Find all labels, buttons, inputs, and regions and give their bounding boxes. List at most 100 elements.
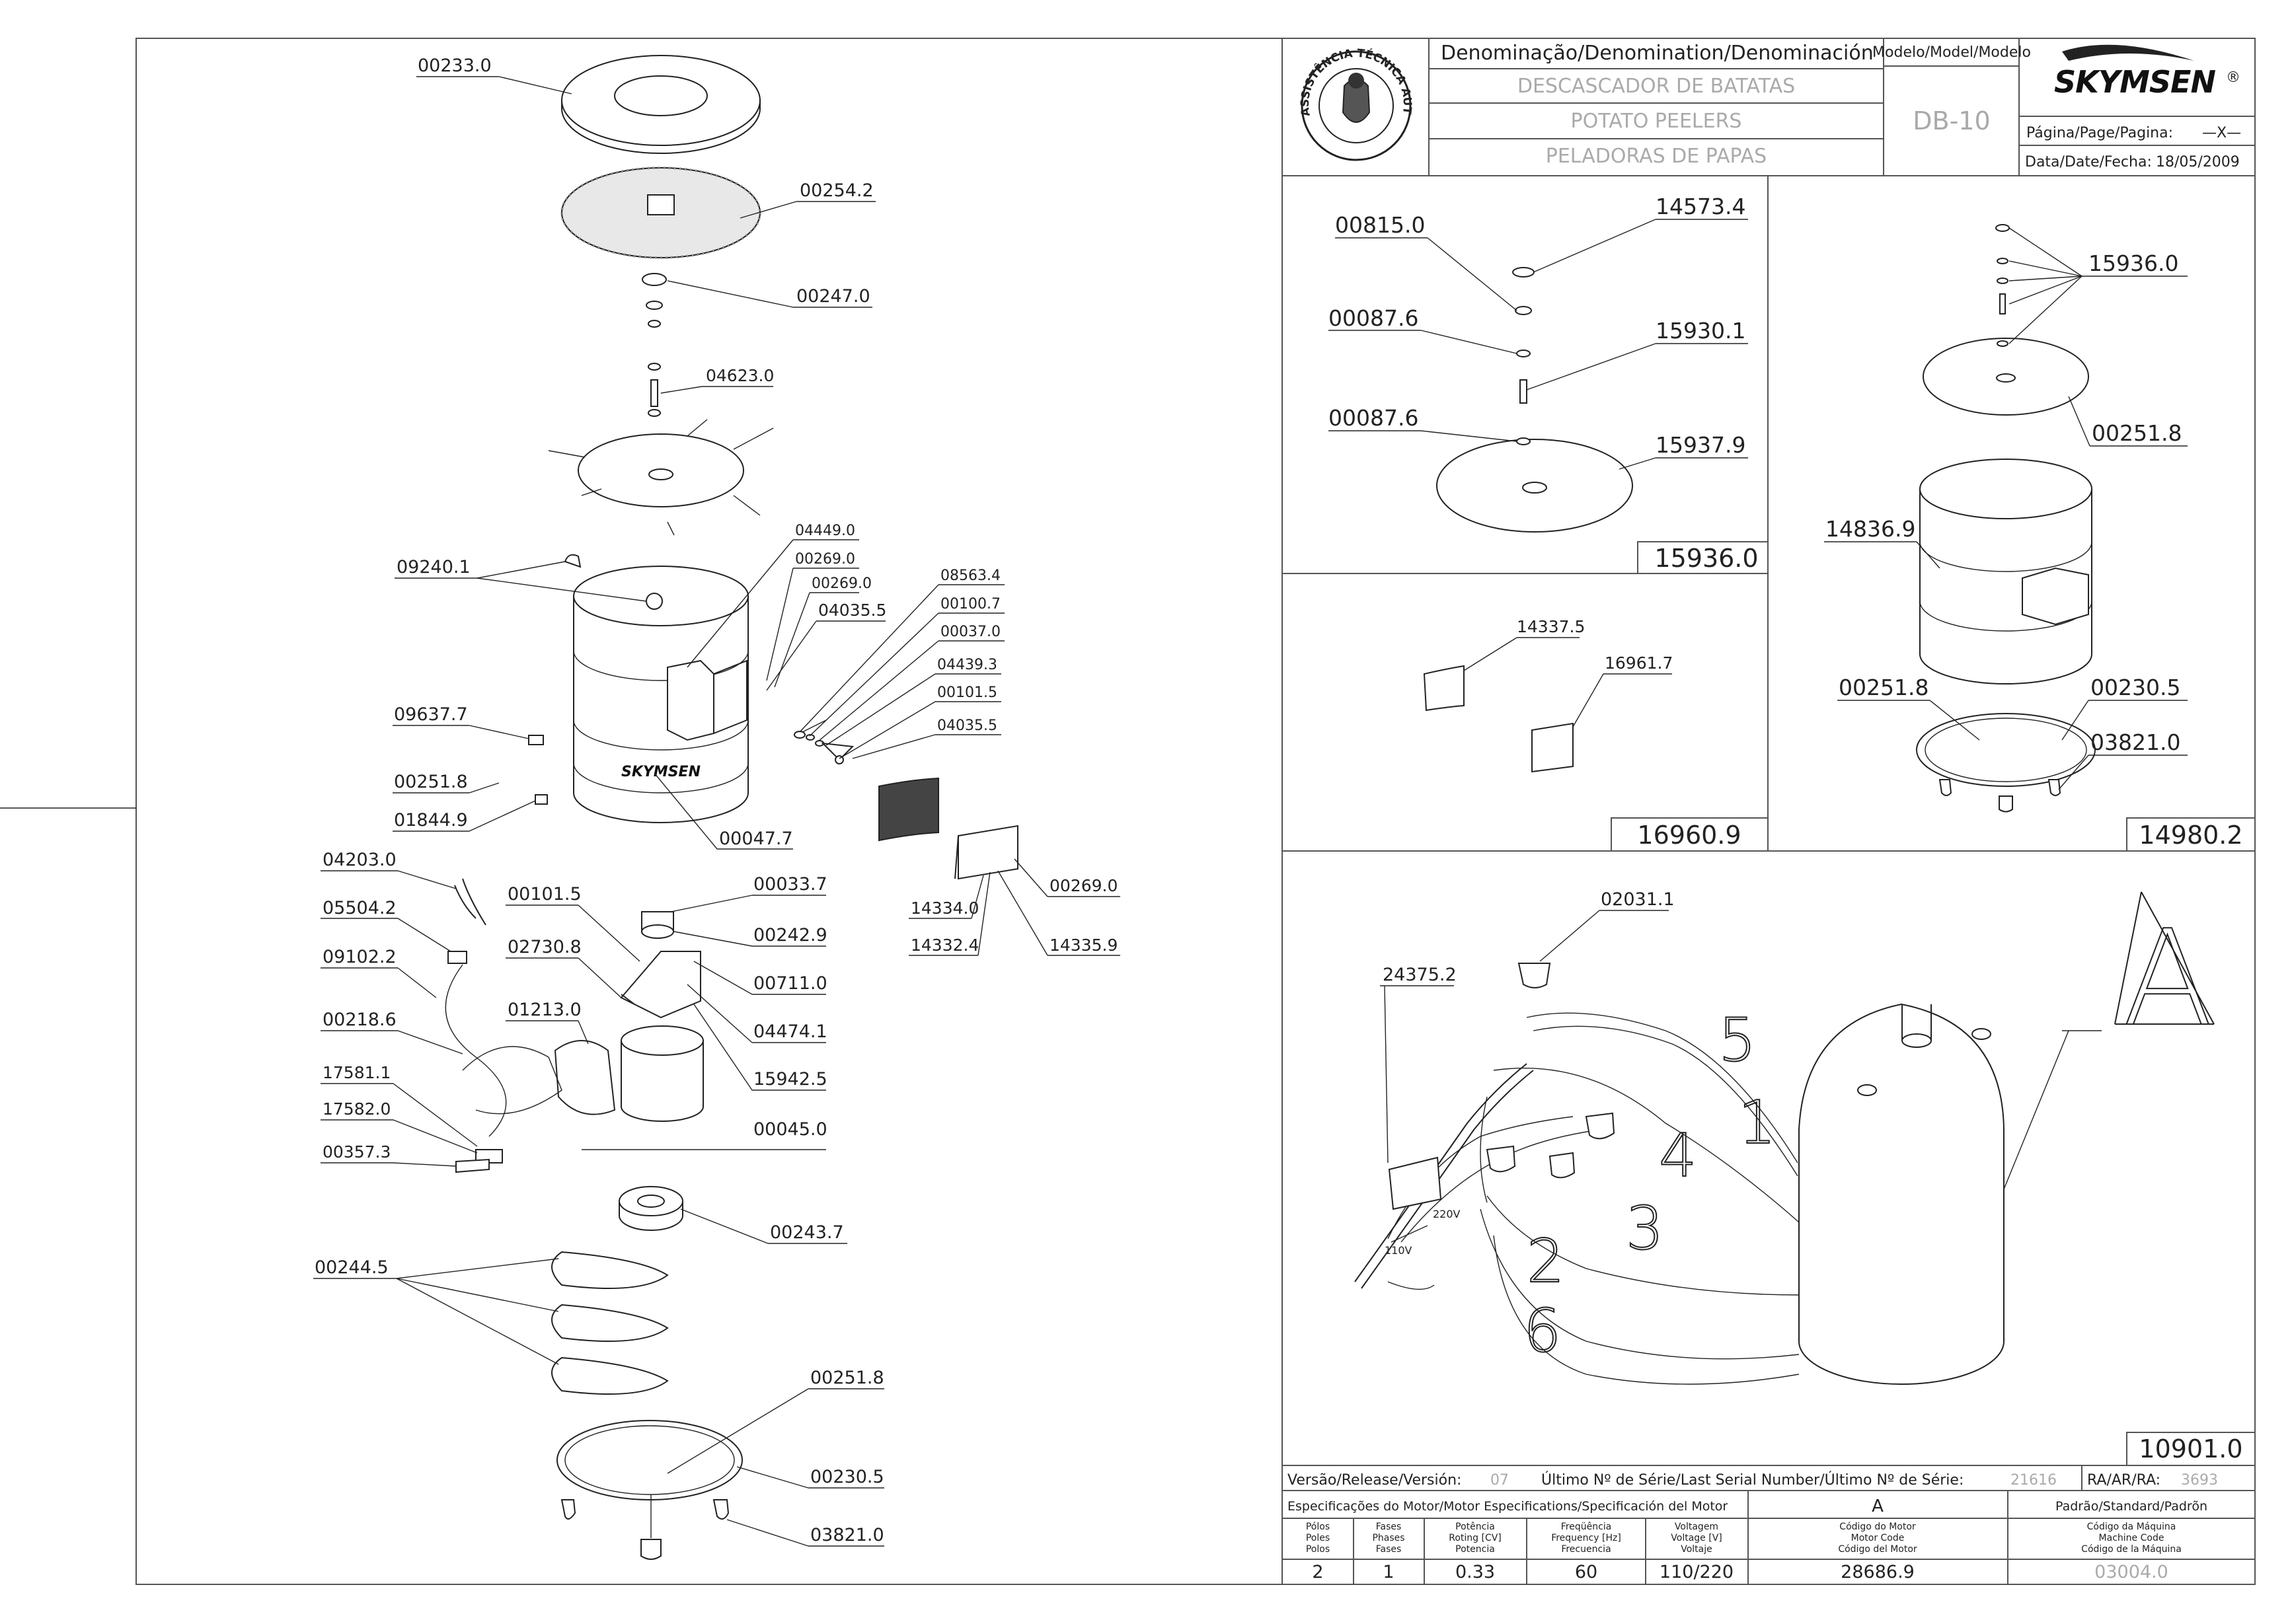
- callout-label: 09102.2: [323, 947, 397, 967]
- callout-14836: 14836.9: [1824, 516, 1940, 569]
- voltage-110-label: 110V: [1385, 1244, 1412, 1257]
- detail-letter: A: [2123, 902, 2213, 1056]
- col-value: 60: [1575, 1562, 1597, 1582]
- callout-00251: 00251.8: [393, 772, 500, 794]
- panel-code: 14980.2: [2139, 821, 2242, 850]
- body-logo: SKYMSEN: [621, 764, 701, 780]
- callout-label: 15930.1: [1656, 318, 1745, 344]
- callout-00047: 00047.7: [654, 772, 793, 850]
- date-value: 18/05/2009: [2156, 154, 2240, 170]
- denomination-header: Denominação/Denomination/Denominación: [1441, 42, 1874, 65]
- callout-09637: 09637.7: [393, 704, 529, 739]
- callout-00254: 00254.2: [740, 180, 876, 219]
- callout-00247: 00247.0: [667, 280, 872, 308]
- callout-label: 00269.0: [795, 551, 855, 568]
- machine-name-en: POTATO PEELERS: [1571, 110, 1742, 133]
- callout-00251-b: 00251.8: [667, 1368, 884, 1474]
- ra-label: RA/AR/RA:: [2087, 1472, 2160, 1489]
- callout-00357: 00357.3: [321, 1142, 457, 1167]
- callout-05504: 05504.2: [321, 898, 451, 952]
- spec-col-frequency: Freqüência Frequency [Hz] Frecuencia 60: [1551, 1522, 1621, 1582]
- callout-label: 15942.5: [753, 1069, 827, 1089]
- col-header-line: Phases: [1372, 1533, 1404, 1543]
- spec-col-motor-code: Código do Motor Motor Code Código del Mo…: [1838, 1522, 1917, 1582]
- model-value: DB-10: [1913, 106, 1990, 135]
- col-header-line: Voltagem: [1675, 1522, 1718, 1532]
- page-value: —X—: [2202, 125, 2241, 141]
- col-header-line: Código del Motor: [1838, 1544, 1917, 1555]
- panel-code: 10901.0: [2139, 1434, 2242, 1463]
- callout-15930: 15930.1: [1526, 318, 1748, 390]
- callout-00230: 00230.5: [736, 1466, 884, 1489]
- callout-label: 04439.3: [937, 657, 997, 673]
- machine-name-es: PELADORAS DE PAPAS: [1546, 145, 1767, 168]
- col-header-line: Motor Code: [1851, 1533, 1905, 1543]
- callout-00243: 00243.7: [680, 1208, 847, 1244]
- callout-label: 14337.5: [1517, 617, 1585, 636]
- callout-14337: 14337.5: [1463, 617, 1585, 671]
- terminal-number-1: 1: [1738, 1088, 1776, 1158]
- col-value: 2: [1312, 1562, 1323, 1582]
- callout-15942: 15942.5: [693, 1004, 827, 1091]
- callout-label: 00230.5: [810, 1467, 884, 1487]
- callout-label: 00230.5: [2090, 675, 2180, 700]
- col-header-line: Frequency [Hz]: [1551, 1533, 1621, 1543]
- main-assembly-drawing: SKYMSEN: [445, 55, 1018, 1560]
- callout-label: 00047.7: [719, 829, 793, 849]
- panel-code: 16960.9: [1637, 821, 1741, 850]
- col-value: 1: [1383, 1562, 1394, 1582]
- callout-label: 05504.2: [323, 898, 397, 918]
- callout-17582: 17582.0: [321, 1099, 478, 1154]
- callout-01844: 01844.9: [393, 800, 536, 832]
- callout-00815: 00815.0: [1335, 212, 1517, 311]
- col-header-line: Machine Code: [2099, 1533, 2164, 1543]
- terminal-number-5: 5: [1718, 1006, 1756, 1075]
- callout-14573: 14573.4: [1533, 194, 1748, 273]
- callout-00242: 00242.9: [673, 925, 827, 947]
- callout-00037: 00037.0: [818, 624, 1005, 742]
- motor-spec-label: Especificações do Motor/Motor Especifica…: [1287, 1499, 1728, 1514]
- terminal-number-2: 2: [1527, 1227, 1564, 1296]
- callout-00101-a: 00101.5: [839, 684, 1001, 759]
- callout-09240: 09240.1: [395, 557, 647, 602]
- callout-04623: 04623.0: [660, 366, 774, 394]
- col-header-line: Voltage [V]: [1671, 1533, 1722, 1543]
- model-header: Modelo/Model/Modelo: [1872, 44, 2031, 61]
- callout-label: 00247.0: [796, 286, 870, 307]
- callout-04449: 04449.0: [687, 523, 859, 668]
- callout-04203: 04203.0: [321, 850, 457, 889]
- terminal-number-4: 4: [1659, 1121, 1697, 1191]
- callout-label: 04035.5: [937, 718, 997, 734]
- callout-label: 14334.0: [911, 899, 979, 918]
- col-value: 28686.9: [1841, 1562, 1915, 1582]
- callout-label: 04203.0: [323, 850, 397, 870]
- callout-00269-a: 00269.0: [766, 551, 859, 681]
- col-header-line: Polos: [1306, 1544, 1330, 1555]
- terminal-number-3: 3: [1626, 1194, 1663, 1263]
- callout-15937: 15937.9: [1619, 432, 1748, 470]
- callout-label: 14335.9: [1050, 936, 1118, 955]
- main-assembly-callouts: 00233.0 00254.2 00247.0 04623.0 04449.0 …: [313, 55, 1120, 1547]
- callout-03821: 03821.0: [726, 1519, 884, 1547]
- callout-04035-b: 04035.5: [852, 718, 1001, 759]
- callout-label: 00269.0: [1050, 876, 1118, 895]
- col-header-line: Freqüência: [1561, 1522, 1612, 1532]
- callout-label: 04474.1: [753, 1021, 827, 1042]
- release-label: Versão/Release/Versión:: [1287, 1472, 1461, 1489]
- callout-00033: 00033.7: [670, 874, 827, 912]
- callout-label: 00218.6: [323, 1010, 397, 1030]
- callout-label: 24375.2: [1383, 965, 1457, 985]
- callout-label: 09240.1: [397, 557, 471, 577]
- brand-wordmark: SKYMSEN: [2054, 64, 2215, 100]
- callout-00269-c: 00269.0: [1014, 858, 1120, 897]
- callout-label: 17582.0: [323, 1099, 391, 1119]
- callout-label: 00242.9: [753, 925, 827, 945]
- spec-col-machine-code: Código da Máquina Machine Code Código de…: [2081, 1522, 2182, 1582]
- callout-label: 03821.0: [810, 1525, 884, 1545]
- motor-wiring-panel: A 5 4 1 3 2 6 220V 110V 02031.1 24375.2: [1281, 850, 2256, 1466]
- callout-00045: 00045.0: [582, 1119, 827, 1150]
- col-value: 0.33: [1455, 1562, 1495, 1582]
- callout-04035-a: 04035.5: [766, 601, 886, 691]
